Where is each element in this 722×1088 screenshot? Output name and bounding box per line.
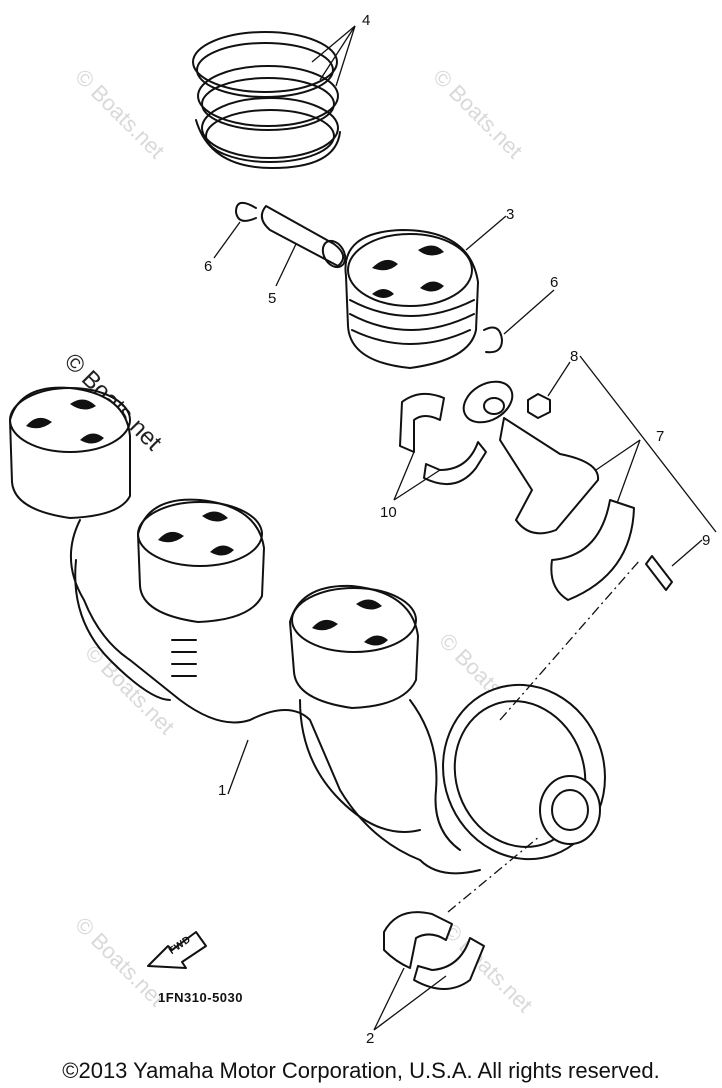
diagram-part-code: 1FN310-5030 [158, 990, 243, 1005]
callout-4: 4 [362, 12, 371, 29]
connecting-rod-nut [527, 355, 717, 533]
big-end-bearings [393, 392, 487, 501]
piston-pin [260, 205, 347, 287]
callout-6-left: 6 [204, 258, 213, 275]
callout-10: 10 [380, 504, 397, 521]
main-bearings [373, 911, 485, 1031]
connecting-rod-bolt [645, 539, 703, 591]
piston-assembly-1 [9, 386, 131, 519]
crankshaft [70, 519, 606, 875]
callout-5: 5 [268, 290, 277, 307]
connecting-rod-cap [550, 499, 635, 601]
crankshaft-piston-exploded-diagram [9, 25, 717, 1031]
centerlines [447, 559, 641, 913]
callout-9: 8 [570, 348, 579, 365]
callout-4-leaders [311, 25, 356, 87]
piston [344, 215, 507, 369]
piston-rings [192, 31, 341, 169]
callout-1: 1 [218, 782, 227, 799]
connecting-rod [462, 380, 641, 535]
front-arrow-icon [147, 931, 207, 969]
callout-3: 3 [506, 206, 515, 223]
circlip-right [483, 289, 555, 354]
callout-8: 9 [702, 532, 711, 549]
copyright-notice: ©2013 Yamaha Motor Corporation, U.S.A. A… [62, 1058, 660, 1083]
callout-7: 7 [656, 428, 665, 445]
circlip-left [213, 201, 257, 259]
callout-2: 2 [366, 1030, 375, 1047]
piston-assembly-3 [289, 584, 419, 709]
piston-assembly-2 [137, 498, 265, 623]
callout-6-right: 6 [550, 274, 559, 291]
